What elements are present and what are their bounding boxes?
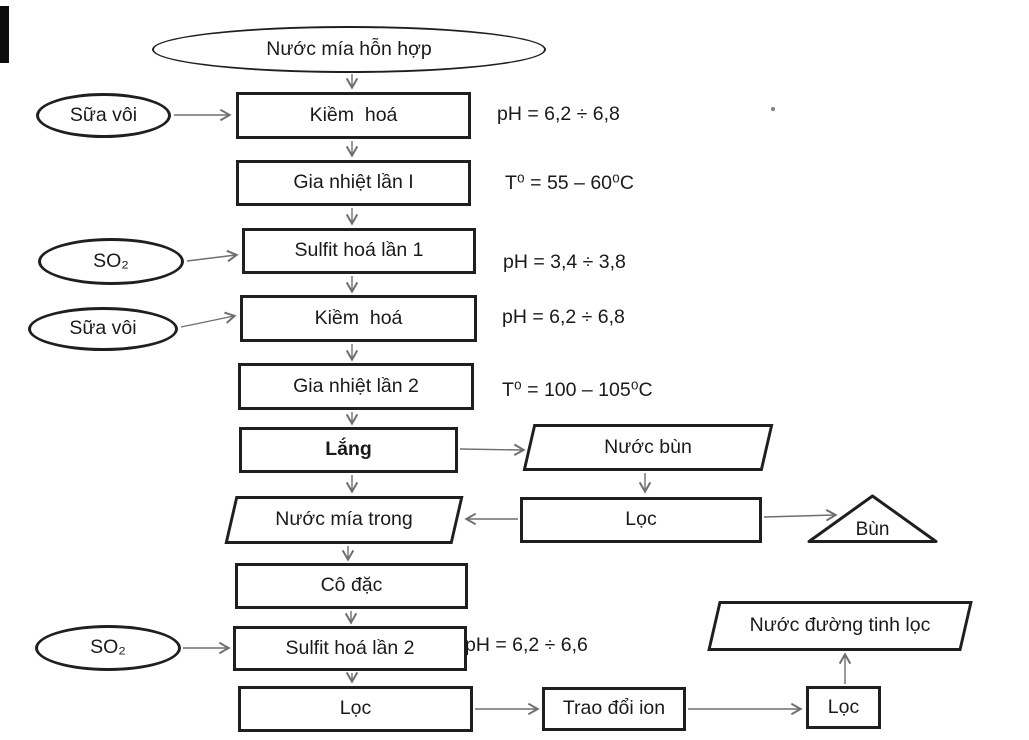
node-clear-cane-juice: Nước mía trong: [224, 496, 464, 544]
node-label: Nước bùn: [604, 435, 692, 458]
node-sulfitation-1: Sulfit hoá lần 1: [242, 228, 476, 274]
node-alkalization-2: Kiềm hoá: [240, 295, 477, 342]
node-label: Lọc: [827, 695, 860, 718]
node-label: Sulfit hoá lần 1: [294, 239, 424, 262]
arrow-so2a-to-sulfitation1: [186, 249, 239, 263]
node-sulfitation-2: Sulfit hoá lần 2: [233, 626, 467, 671]
node-label: Nước mía trong: [275, 508, 413, 531]
stray-dot: [771, 107, 775, 111]
node-heating-2: Gia nhiệt lần 2: [238, 363, 474, 410]
node-filter-final: Lọc: [806, 686, 881, 729]
node-refined-sugar-water: Nước đường tinh lọc: [707, 601, 973, 651]
annotation-temp-heating-1: T⁰ = 55 – 60⁰C: [505, 172, 634, 194]
node-mixed-cane-juice: Nước mía hỗn hợp: [152, 26, 546, 73]
node-mud-water: Nước bùn: [522, 424, 774, 471]
node-alkalization-1: Kiềm hoá: [236, 92, 471, 139]
node-label: Nước đường tinh lọc: [749, 614, 931, 637]
node-so2-2: SO₂: [35, 625, 181, 671]
scan-artifact-bar: [0, 6, 9, 63]
annotation-ph-alkalization-1: pH = 6,2 ÷ 6,8: [497, 103, 620, 125]
triangle-shape: [807, 494, 938, 543]
arrow-lime2-to-alkalization2: [180, 311, 237, 328]
node-filter-bottom: Lọc: [238, 686, 473, 732]
node-label: Gia nhiệt lần I: [293, 171, 414, 194]
node-label: Trao đổi ion: [562, 697, 666, 720]
node-label: Sữa vôi: [69, 103, 138, 126]
node-label: Sữa vôi: [69, 317, 137, 340]
node-label: Lắng: [325, 438, 372, 461]
node-evaporation: Cô đặc: [235, 563, 468, 609]
node-heating-1: Gia nhiệt lần I: [236, 160, 471, 206]
node-label: SO₂: [93, 249, 129, 272]
node-label: Nước mía hỗn hợp: [266, 37, 432, 60]
node-label: Lọc: [625, 508, 657, 531]
annotation-temp-heating-2: T⁰ = 100 – 105⁰C: [502, 379, 653, 401]
annotation-ph-alkalization-2: pH = 6,2 ÷ 6,8: [502, 306, 625, 328]
node-label: Lọc: [339, 697, 372, 720]
node-label: Gia nhiệt lần 2: [293, 374, 419, 397]
node-label: Kiềm hoá: [309, 103, 398, 126]
annotation-ph-sulfitation-1: pH = 3,4 ÷ 3,8: [503, 251, 626, 273]
node-lime-milk-2: Sữa vôi: [28, 307, 178, 351]
node-label: Sulfit hoá lần 2: [285, 636, 415, 659]
node-settling: Lắng: [239, 427, 458, 473]
node-label: SO₂: [90, 636, 126, 659]
node-so2-1: SO₂: [38, 238, 184, 285]
arrow-settling-to-mudwater: [459, 443, 526, 457]
node-label: Cô đặc: [320, 574, 383, 597]
annotation-ph-sulfitation-2: pH = 6,2 ÷ 6,6: [465, 634, 588, 656]
node-ion-exchange: Trao đổi ion: [542, 687, 686, 731]
node-filter-mid: Lọc: [520, 497, 762, 543]
node-lime-milk-1: Sữa vôi: [36, 93, 171, 138]
node-mud: Bùn: [806, 493, 939, 544]
arrow-filter-to-mud: [763, 509, 838, 522]
node-label: Kiềm hoá: [314, 306, 403, 329]
node-label: Bùn: [855, 519, 890, 541]
